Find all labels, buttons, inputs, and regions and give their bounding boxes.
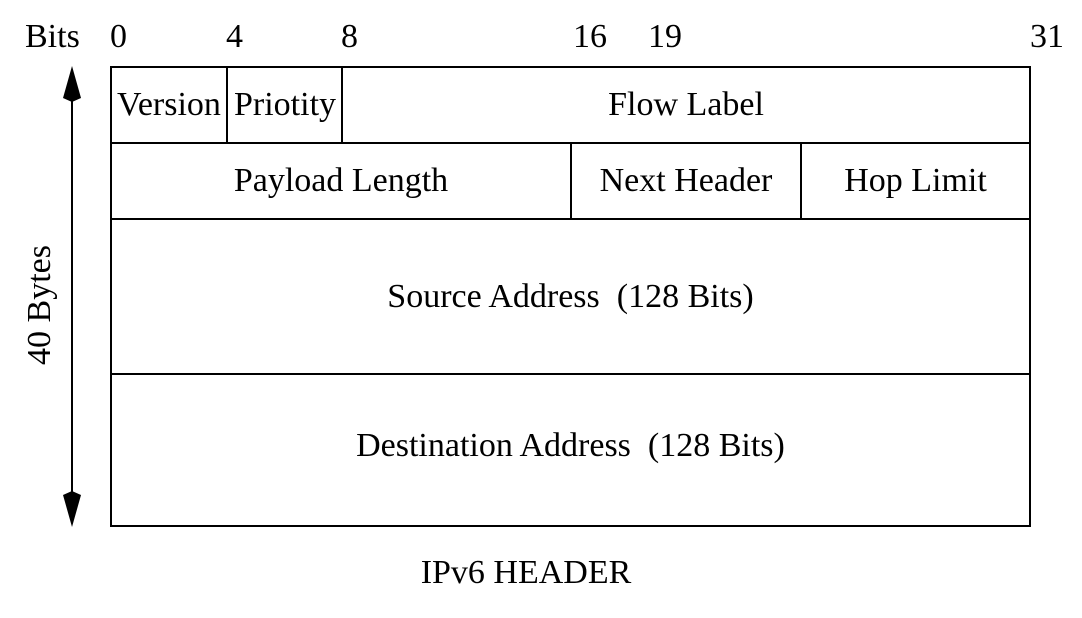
bit-tick-31: 31 xyxy=(1030,18,1064,55)
field-version-label: Version xyxy=(117,86,221,123)
arrow-head-top xyxy=(63,66,81,102)
bit-tick-4: 4 xyxy=(226,18,243,55)
field-flow-label: Flow Label xyxy=(341,66,1031,144)
arrow-head-bottom xyxy=(63,491,81,527)
header-size-label: 40 Bytes xyxy=(21,245,58,365)
bit-tick-0: 0 xyxy=(110,18,127,55)
field-source-address: Source Address (128 Bits) xyxy=(110,218,1031,375)
field-destination-address-label: Destination Address (128 Bits) xyxy=(356,427,785,464)
field-next-header: Next Header xyxy=(570,142,802,220)
field-hop-limit-label: Hop Limit xyxy=(844,162,987,199)
field-hop-limit: Hop Limit xyxy=(800,142,1031,220)
diagram-caption: IPv6 HEADER xyxy=(420,554,632,591)
field-source-address-label: Source Address (128 Bits) xyxy=(387,277,754,315)
bit-tick-16: 16 xyxy=(573,18,607,55)
field-payload-length-label: Payload Length xyxy=(233,162,449,199)
field-destination-address: Destination Address (128 Bits) xyxy=(110,373,1031,527)
field-next-header-label: Next Header xyxy=(599,162,773,199)
field-priority: Priotity xyxy=(226,66,343,144)
field-flow-label-text: Flow Label xyxy=(608,86,764,123)
field-priority-label: Priotity xyxy=(234,86,337,123)
bit-tick-8: 8 xyxy=(341,18,358,55)
bits-axis-label: Bits xyxy=(25,18,80,55)
bit-tick-19: 19 xyxy=(648,18,682,55)
field-version: Version xyxy=(110,66,228,144)
field-payload-length: Payload Length xyxy=(110,142,572,220)
